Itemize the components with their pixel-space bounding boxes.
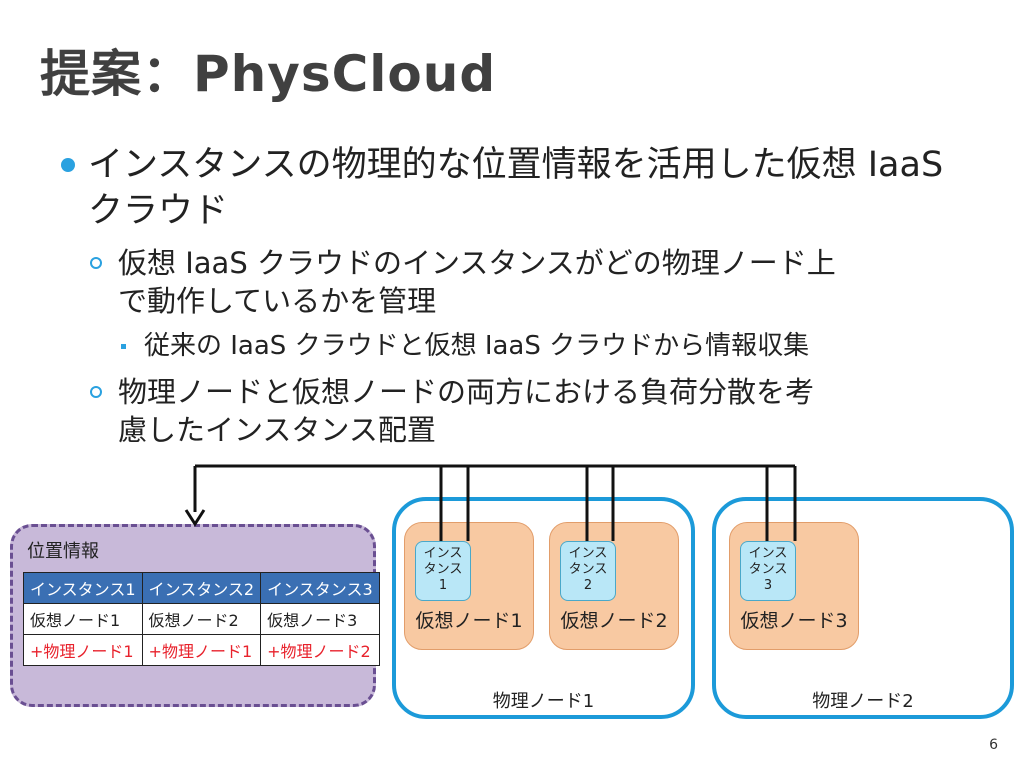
location-info-box: 位置情報 インスタンス1 インスタンス2 インスタンス3 仮想ノード1 仮想ノー…: [10, 524, 380, 707]
instance-box: インス タンス 3: [740, 541, 796, 601]
instance-box: インス タンス 2: [560, 541, 616, 601]
instance-text: 3: [763, 578, 773, 593]
location-table: インスタンス1 インスタンス2 インスタンス3 仮想ノード1 仮想ノード2 仮想…: [23, 572, 380, 666]
physical-node-label: 物理ノード2: [812, 691, 914, 712]
table-cell: 仮想ノード1: [23, 603, 143, 635]
bullet-line: 物理ノードと仮想ノードの両方における負荷分散を考: [118, 375, 815, 409]
bullet-level3: 従来の IaaS クラウドと仮想 IaaS クラウドから情報収集: [144, 331, 810, 361]
instance-text: 1: [438, 578, 448, 593]
bullet-line: 慮したインスタンス配置: [118, 413, 436, 447]
table-cell: +物理ノード2: [260, 634, 380, 666]
bullet-line: で動作しているかを管理: [118, 284, 437, 318]
table-cell: +物理ノード1: [23, 634, 143, 666]
instance-box: インス タンス 1: [415, 541, 471, 601]
virtual-node-3: インス タンス 3 仮想ノード3: [729, 522, 859, 650]
bullet-level1: インスタンスの物理的な位置情報を活用した仮想 IaaS クラウド: [88, 145, 944, 231]
virtual-node-label: 仮想ノード1: [415, 610, 523, 632]
table-header-cell: インスタンス1: [23, 572, 143, 604]
instance-text: インス: [423, 546, 463, 561]
arrow-head-icon: [184, 509, 206, 527]
bullet-level2-second: 物理ノードと仮想ノードの両方における負荷分散を考 慮したインスタンス配置: [118, 373, 958, 449]
slide-title: 提案：PhysCloud: [40, 45, 497, 103]
table-header-cell: インスタンス3: [260, 572, 380, 604]
bullet-line: 仮想 IaaS クラウドのインスタンスがどの物理ノード上: [118, 246, 836, 280]
table-row: 仮想ノード1 仮想ノード2 仮想ノード3: [23, 603, 380, 635]
table-cell: +物理ノード1: [141, 634, 262, 666]
table-cell: 仮想ノード3: [260, 603, 380, 635]
location-info-title: 位置情報: [27, 541, 99, 562]
instance-text: インス: [568, 546, 608, 561]
bullet-ring-icon: [90, 386, 102, 398]
bullet-square-icon: [121, 344, 126, 349]
table-header-cell: インスタンス2: [141, 572, 262, 604]
virtual-node-label: 仮想ノード3: [740, 610, 848, 632]
instance-text: 2: [583, 578, 593, 593]
instance-text: タンス: [423, 562, 463, 577]
page-number: 6: [989, 737, 998, 753]
instance-text: タンス: [748, 562, 788, 577]
bullet-level2-first: 仮想 IaaS クラウドのインスタンスがどの物理ノード上 で動作しているかを管理: [118, 244, 958, 320]
instance-text: インス: [748, 546, 788, 561]
physical-node-label: 物理ノード1: [492, 691, 595, 712]
table-cell: 仮想ノード2: [141, 603, 262, 635]
bullet-ring-icon: [90, 257, 102, 269]
virtual-node-label: 仮想ノード2: [560, 610, 668, 632]
instance-text: タンス: [568, 562, 608, 577]
virtual-node-1: インス タンス 1 仮想ノード1: [404, 522, 534, 650]
virtual-node-2: インス タンス 2 仮想ノード2: [549, 522, 679, 650]
table-row: +物理ノード1 +物理ノード1 +物理ノード2: [23, 634, 380, 666]
bullet-dot-icon: [61, 158, 75, 172]
table-header-row: インスタンス1 インスタンス2 インスタンス3: [23, 572, 380, 604]
